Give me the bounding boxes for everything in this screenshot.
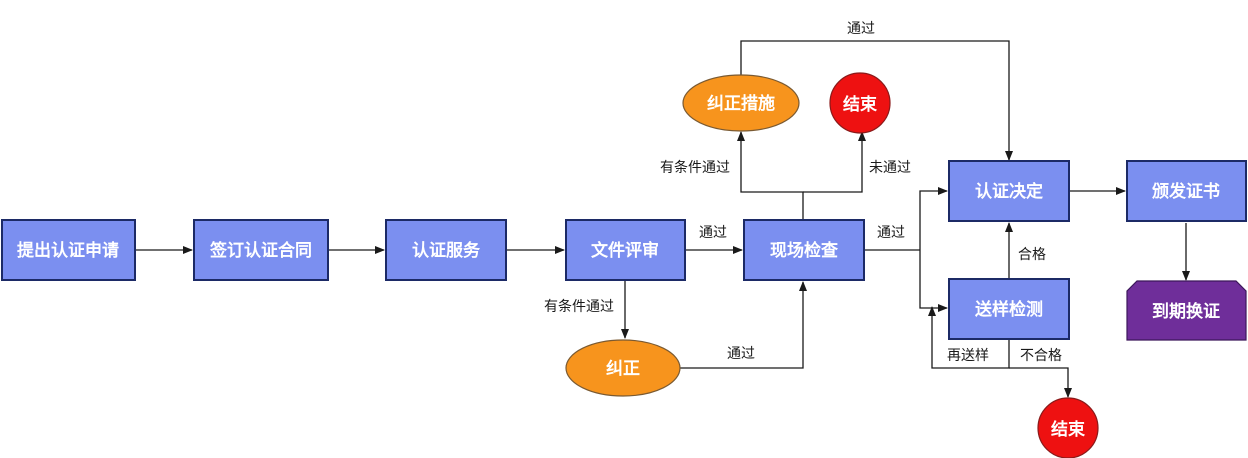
- node-correct-label: 纠正: [606, 359, 640, 379]
- node-apply-label: 提出认证申请: [17, 240, 119, 261]
- node-correct: 纠正: [565, 339, 681, 397]
- node-contract: 签订认证合同: [193, 219, 329, 281]
- node-end-bottom: 结束: [1037, 397, 1099, 458]
- edge-label-correct-onsite: 通过: [727, 346, 755, 362]
- edge-measures-decision: [740, 40, 1013, 161]
- edge-onsite-decision: [919, 187, 948, 250]
- node-service: 认证服务: [385, 219, 507, 281]
- node-measures: 纠正措施: [682, 74, 800, 132]
- edge-label-review-correct: 有条件通过: [544, 298, 614, 315]
- node-decision-label: 认证决定: [975, 181, 1043, 202]
- edge-label-onsite-end: 未通过: [869, 160, 911, 176]
- node-renew-label: 到期换证: [1152, 301, 1220, 322]
- connectors: [135, 40, 1190, 398]
- node-decision: 认证决定: [948, 160, 1070, 222]
- node-apply: 提出认证申请: [1, 219, 136, 281]
- node-contract-label: 签订认证合同: [209, 240, 312, 261]
- node-issue-label: 颁发证书: [1152, 181, 1220, 202]
- node-measures-label: 纠正措施: [707, 93, 775, 114]
- node-end-top: 结束: [829, 72, 891, 134]
- edge-label-sample-decision: 合格: [1018, 247, 1046, 263]
- edge-resend: [928, 306, 1010, 369]
- node-end-top-label: 结束: [843, 94, 877, 115]
- edge-correct-onsite: [680, 281, 807, 369]
- node-sample: 送样检测: [948, 278, 1070, 340]
- node-review: 文件评审: [565, 219, 686, 281]
- node-end-bottom-label: 结束: [1051, 419, 1085, 440]
- node-onsite: 现场检查: [743, 219, 865, 281]
- edge-label-review-onsite: 通过: [699, 225, 727, 241]
- edge-label-measures-decision: 通过: [847, 21, 875, 37]
- edge-label-onsite-decision: 通过: [877, 225, 905, 241]
- edge-sample-end: [1009, 367, 1072, 398]
- edge-onsite-measures: [737, 131, 804, 219]
- edge-onsite-end: [803, 131, 866, 193]
- edge-onsite-sample: [919, 250, 948, 312]
- edge-label-sample-end: 不合格: [1020, 348, 1062, 364]
- node-service-label: 认证服务: [412, 240, 481, 261]
- node-renew: 到期换证: [1126, 280, 1247, 341]
- edge-label-onsite-measures: 有条件通过: [660, 159, 730, 176]
- node-review-label: 文件评审: [591, 240, 659, 261]
- node-sample-label: 送样检测: [975, 299, 1043, 320]
- node-issue: 颁发证书: [1126, 160, 1247, 222]
- node-onsite-label: 现场检查: [770, 240, 839, 261]
- edge-label-resend: 再送样: [947, 348, 989, 364]
